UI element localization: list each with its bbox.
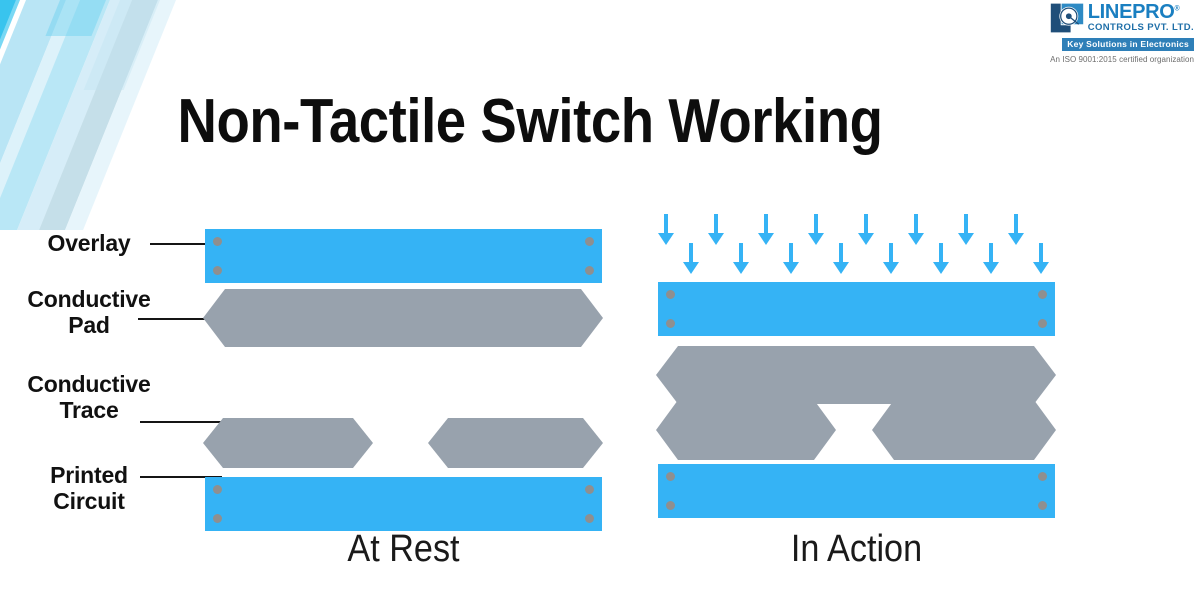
at-rest-overlay-layer [205,229,602,283]
logo-certification: An ISO 9001:2015 certified organization [1050,55,1194,64]
arrow-down-icon [1033,243,1049,274]
rivet-dot [213,237,222,246]
label-overlay: Overlay [0,230,178,257]
label-conductive-pad-line-2: Pad [68,311,110,338]
at-rest-conductive-pad [203,289,603,347]
registered-trademark-icon: ® [1174,5,1180,13]
company-logo: LINEPRO® CONTROLS PVT. LTD. Key Solution… [1008,2,1194,64]
label-printed-circuit-line-2: Circuit [53,487,125,514]
arrow-down-icon [1008,214,1024,245]
leader-line-conductive-pad [138,318,228,320]
leader-line-overlay [150,243,220,245]
leader-line-conductive-trace [140,421,236,423]
arrow-down-icon [658,214,674,245]
page-title: Non-Tactile Switch Working [177,87,883,156]
label-printed-circuit: Printed Circuit [0,462,178,515]
arrow-down-icon [983,243,999,274]
arrow-down-icon [708,214,724,245]
arrow-down-icon [683,243,699,274]
rivet-dot [666,319,675,328]
linepro-mark-icon [1050,3,1083,33]
arrow-down-icon [883,243,899,274]
label-conductive-trace-line-1: Conductive [27,371,151,397]
logo-tagline: Key Solutions in Electronics [1062,37,1194,51]
logo-subtitle: CONTROLS PVT. LTD. [1087,22,1194,33]
rivet-dot [585,266,594,275]
arrow-down-icon [908,214,924,245]
label-overlay-line-1: Overlay [47,230,131,256]
in-action-conductive-pad [656,346,1056,404]
arrow-down-icon [858,214,874,245]
logo-name-text: LINEPRO [1087,1,1175,23]
leader-line-printed-circuit [140,476,222,478]
rivet-dot [585,514,594,523]
in-action-overlay-layer [658,282,1055,336]
rivet-dot [666,472,675,481]
in-action-conductive-trace-left [656,400,836,460]
rivet-dot [1038,501,1047,510]
caption-at-rest: At Rest [347,528,460,570]
rivet-dot [213,514,222,523]
rivet-dot [666,290,675,299]
caption-in-action: In Action [790,528,923,570]
arrow-down-icon [958,214,974,245]
rivet-dot [1038,290,1047,299]
rivet-dot [1038,319,1047,328]
rivet-dot [213,485,222,494]
label-printed-circuit-line-1: Printed [50,462,128,488]
label-conductive-trace-line-2: Trace [59,396,119,423]
rivet-dot [666,501,675,510]
label-conductive-pad: Conductive Pad [0,286,178,339]
label-conductive-trace: Conductive Trace [0,371,178,424]
arrow-down-icon [733,243,749,274]
arrow-down-icon [833,243,849,274]
rivet-dot [213,266,222,275]
rivet-dot [585,237,594,246]
at-rest-conductive-trace-right [428,418,603,468]
arrow-down-icon [758,214,774,245]
in-action-printed-circuit-layer [658,464,1055,518]
at-rest-conductive-trace-left [203,418,373,468]
arrow-down-icon [933,243,949,274]
arrow-down-icon [783,243,799,274]
label-conductive-pad-line-1: Conductive [27,286,151,312]
rivet-dot [1038,472,1047,481]
at-rest-printed-circuit-layer [205,477,602,531]
arrow-down-icon [808,214,824,245]
in-action-conductive-trace-right [872,400,1056,460]
rivet-dot [585,485,594,494]
